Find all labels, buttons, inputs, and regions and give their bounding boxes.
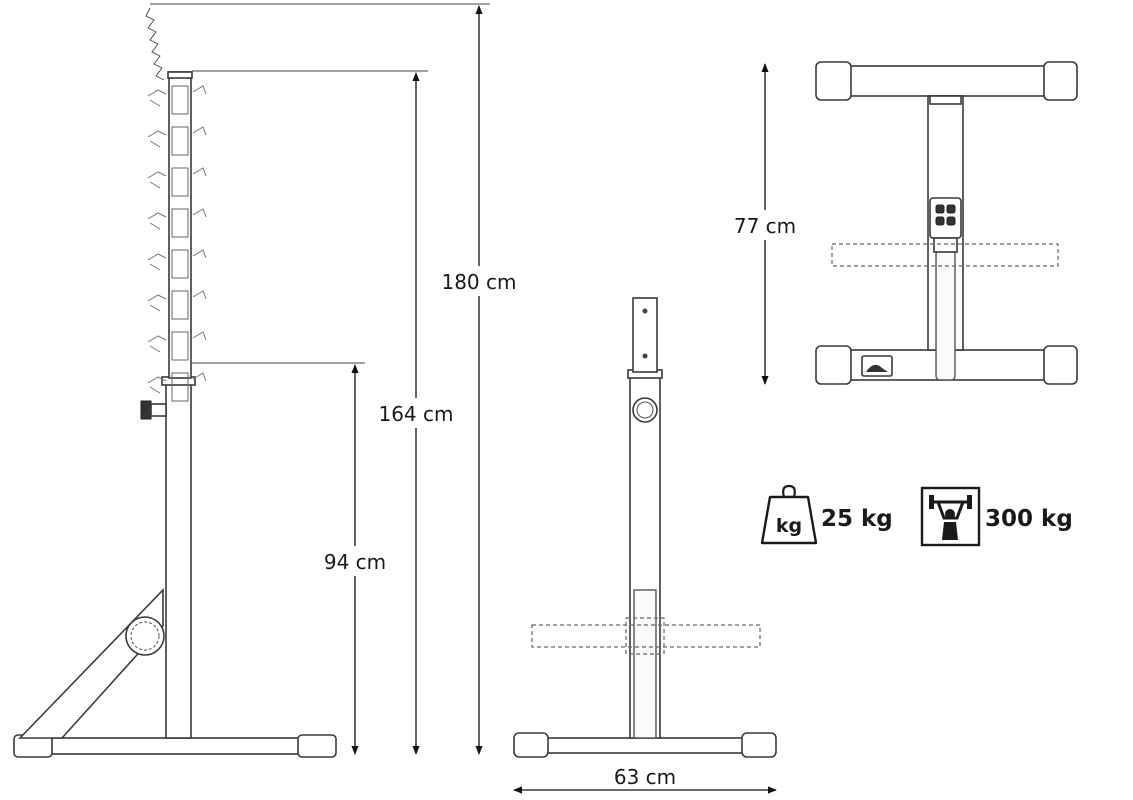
max-load-value: 300 kg xyxy=(985,506,1073,532)
dim-base-depth: 77 cm xyxy=(728,63,802,385)
dim-base-width: 63 cm xyxy=(513,765,777,794)
min-bar-height-label: 94 cm xyxy=(324,550,386,574)
top-view xyxy=(815,61,1078,385)
tube-hole xyxy=(171,372,189,402)
j-hook-position xyxy=(147,249,207,271)
dim-total-height: 180 cm xyxy=(436,5,522,755)
tube-hole xyxy=(171,331,189,361)
j-hook-position xyxy=(147,167,207,189)
j-hook-position xyxy=(147,126,207,148)
spec-weight: kg 25 kg xyxy=(760,484,893,545)
max-bar-height-label: 164 cm xyxy=(378,402,453,426)
base-width-label: 63 cm xyxy=(614,765,676,789)
dim-max-bar-height: 164 cm xyxy=(374,72,458,755)
kg-weight-icon: kg xyxy=(760,484,818,545)
total-height-label: 180 cm xyxy=(441,270,516,294)
base-depth-label: 77 cm xyxy=(734,214,796,238)
tube-hole xyxy=(171,290,189,320)
j-hook-position xyxy=(147,85,207,107)
tube-hole xyxy=(171,167,189,197)
j-hook-position xyxy=(147,331,207,353)
tube-hole xyxy=(171,126,189,156)
tube-hole xyxy=(171,249,189,279)
j-hook-position xyxy=(147,372,207,394)
spec-max-load: 300 kg xyxy=(920,486,1073,547)
dim-min-bar-height: 94 cm xyxy=(318,364,392,755)
weightlifter-icon xyxy=(920,486,981,547)
front-view xyxy=(513,297,777,758)
j-hook-position xyxy=(147,290,207,312)
kg-icon-label: kg xyxy=(776,515,802,537)
tube-hole xyxy=(171,208,189,238)
j-hook-position xyxy=(147,208,207,230)
side-view xyxy=(13,7,337,758)
weight-value: 25 kg xyxy=(821,506,893,532)
tube-hole xyxy=(171,85,189,115)
